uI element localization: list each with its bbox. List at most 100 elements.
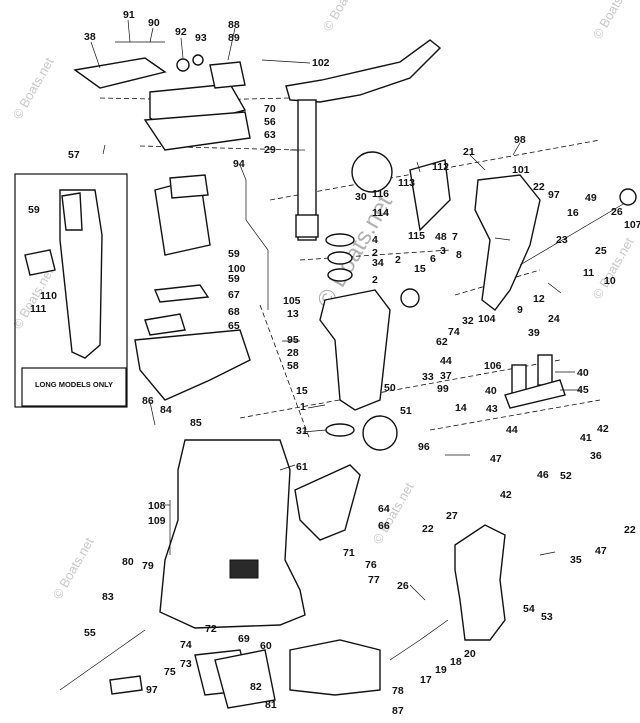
callout-label: 47 <box>595 545 607 557</box>
callout-label: 68 <box>228 306 240 318</box>
callout-label: 76 <box>365 559 377 571</box>
callout-label: 36 <box>590 450 602 462</box>
callout-label: 107 <box>624 219 640 231</box>
callout-label: 80 <box>122 556 134 568</box>
stern-bracket-lower <box>454 524 506 641</box>
callout-label: 37 <box>440 370 452 382</box>
callout-label: 63 <box>264 129 276 141</box>
callout-label: 115 <box>408 230 425 242</box>
long-models-inset: LONG MODELS ONLY <box>14 173 128 408</box>
callout-label: 17 <box>420 674 432 686</box>
drive-shaft-tube <box>297 99 317 241</box>
callout-label: 99 <box>437 383 449 395</box>
callout-label: 22 <box>422 523 434 535</box>
inset-label: LONG MODELS ONLY <box>35 380 113 389</box>
callout-label: 94 <box>233 158 245 170</box>
callout-label: 111 <box>30 303 47 315</box>
callout-label: 57 <box>68 149 80 161</box>
callout-label: 77 <box>368 574 380 586</box>
callout-label: 51 <box>400 405 412 417</box>
callout-label: 40 <box>577 367 589 379</box>
watermark-text: © Boats.net <box>370 480 417 547</box>
callout-label: 64 <box>378 503 390 515</box>
callout-label: 26 <box>397 580 409 592</box>
callout-label: 59 <box>28 204 40 216</box>
callout-label: 12 <box>533 293 545 305</box>
callout-label: 25 <box>595 245 607 257</box>
callout-label: 19 <box>435 664 447 676</box>
callout-label: 54 <box>523 603 535 615</box>
midsection-housing <box>159 439 306 629</box>
callout-label: 39 <box>528 327 540 339</box>
callout-label: 83 <box>102 591 114 603</box>
callout-label: 74 <box>180 639 192 651</box>
callout-label: 72 <box>205 623 217 635</box>
callout-label: 41 <box>580 432 592 444</box>
callout-label: 7 <box>452 231 458 243</box>
callout-label: 71 <box>343 547 355 559</box>
callout-label: 46 <box>537 469 549 481</box>
callout-label: 78 <box>392 685 404 697</box>
callout-label: 95 <box>287 334 299 346</box>
callout-label: 28 <box>287 347 299 359</box>
callout-label: 105 <box>283 295 301 307</box>
swivel-bracket <box>319 289 391 411</box>
callout-label: 96 <box>418 441 430 453</box>
callout-label: 6 <box>430 253 436 265</box>
callout-label: 112 <box>432 161 449 173</box>
callout-label: 23 <box>556 234 568 246</box>
callout-label: 56 <box>264 116 276 128</box>
callout-label: 100 <box>228 263 246 275</box>
callout-label: 85 <box>190 417 202 429</box>
callout-label: 9 <box>517 304 523 316</box>
callout-label: 65 <box>228 320 240 332</box>
callout-label: 24 <box>548 313 560 325</box>
leader-lines <box>90 19 580 601</box>
callout-label: 15 <box>296 385 308 397</box>
callout-label: 40 <box>485 385 497 397</box>
callout-label: 81 <box>265 699 277 711</box>
callout-label: 106 <box>484 360 502 372</box>
callout-label: 1 <box>300 401 306 413</box>
callout-label: 58 <box>287 360 299 372</box>
stern-bracket-upper <box>474 174 541 311</box>
callout-label: 2 <box>395 254 401 266</box>
callout-label: 55 <box>84 627 96 639</box>
callout-label: 59 <box>228 248 240 260</box>
callout-label: 52 <box>560 470 572 482</box>
callout-label: 26 <box>611 206 623 218</box>
callout-label: 79 <box>142 560 154 572</box>
callout-label: 69 <box>238 633 250 645</box>
callout-label: 42 <box>597 423 609 435</box>
callout-label: 44 <box>440 355 452 367</box>
callout-label: 44 <box>506 424 518 436</box>
callout-label: 3 <box>440 245 446 257</box>
callout-label: 8 <box>456 249 462 261</box>
watermark-text: © Boats.net <box>10 55 57 122</box>
callout-label: 45 <box>577 384 589 396</box>
callout-label: 30 <box>355 191 367 203</box>
callout-label: 97 <box>548 189 560 201</box>
watermark-text: © Boats.net <box>590 0 637 41</box>
callout-layer: 91 90 92 93 88 89 38 102 70 56 63 57 29 … <box>28 9 640 717</box>
callout-label: 109 <box>148 515 166 527</box>
callout-label: 98 <box>514 134 526 146</box>
callout-label: 21 <box>463 146 475 158</box>
callout-label: 67 <box>228 289 240 301</box>
callout-label: 13 <box>287 308 299 320</box>
callout-label: 88 <box>228 19 240 31</box>
callout-label: 50 <box>384 382 396 394</box>
steering-arm <box>285 39 442 103</box>
callout-label: 35 <box>570 554 582 566</box>
callout-label: 104 <box>478 313 496 325</box>
watermark-text: © Boats.net <box>50 535 97 602</box>
callout-label: 73 <box>180 658 192 670</box>
callout-label: 62 <box>436 336 448 348</box>
parts-layer <box>59 39 637 709</box>
callout-label: 10 <box>604 275 616 287</box>
callout-label: 110 <box>40 290 57 302</box>
callout-label: 27 <box>446 510 458 522</box>
callout-label: 84 <box>160 404 172 416</box>
callout-label: 74 <box>448 326 460 338</box>
callout-label: 48 <box>435 231 447 243</box>
